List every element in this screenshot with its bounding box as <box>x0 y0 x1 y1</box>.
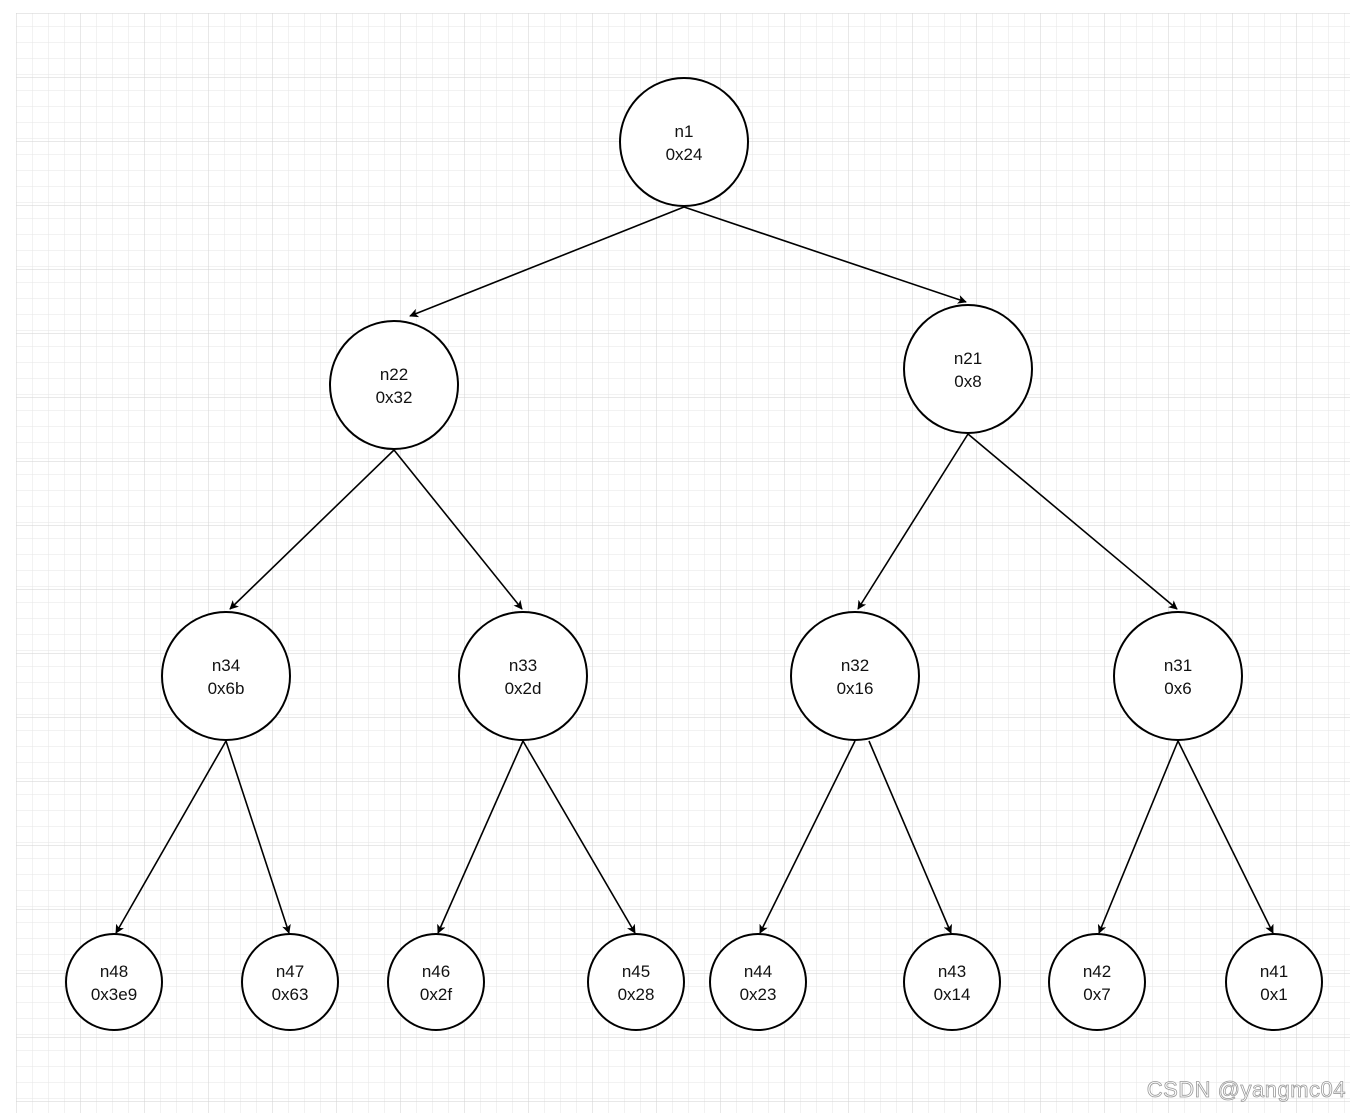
node-circle <box>903 933 1001 1031</box>
watermark: CSDN @yangmc04 <box>1146 1077 1346 1103</box>
node-value-label: 0x1 <box>1260 985 1287 1004</box>
node-circle <box>709 933 807 1031</box>
node-circle <box>790 611 920 741</box>
edge-n1-n21 <box>683 206 967 304</box>
node-circle <box>903 304 1033 434</box>
node-value-label: 0x24 <box>666 145 703 164</box>
node-circle <box>241 933 339 1031</box>
edge-n32-n44 <box>759 740 856 934</box>
edge-n22-n34 <box>229 449 395 610</box>
node-circle <box>619 77 749 207</box>
node-circle <box>1225 933 1323 1031</box>
node-name-label: n47 <box>276 962 304 981</box>
node-circle <box>1113 611 1243 741</box>
edge-n34-n48 <box>115 740 227 934</box>
node-name-label: n1 <box>675 122 694 141</box>
node-value-label: 0x3e9 <box>91 985 137 1004</box>
node-value-label: 0x6b <box>208 679 245 698</box>
node-value-label: 0x23 <box>740 985 777 1004</box>
node-value-label: 0x32 <box>376 388 413 407</box>
node-name-label: n48 <box>100 962 128 981</box>
node-name-label: n21 <box>954 349 982 368</box>
node-circle <box>458 611 588 741</box>
node-name-label: n33 <box>509 656 537 675</box>
node-value-label: 0x6 <box>1164 679 1191 698</box>
node-name-label: n31 <box>1164 656 1192 675</box>
node-name-label: n32 <box>841 656 869 675</box>
edge-n1-n22 <box>409 206 685 318</box>
edge-n31-n42 <box>1097 740 1179 934</box>
node-circle <box>329 320 459 450</box>
nodes-layer: n10x24n220x32n210x8n340x6bn330x2dn320x16… <box>65 77 1323 1031</box>
node-circle <box>1048 933 1146 1031</box>
node-name-label: n22 <box>380 365 408 384</box>
node-circle <box>65 933 163 1031</box>
node-name-label: n45 <box>622 962 650 981</box>
node-value-label: 0x63 <box>272 985 309 1004</box>
node-value-label: 0x8 <box>954 372 981 391</box>
node-circle <box>161 611 291 741</box>
edge-n21-n32 <box>857 433 969 610</box>
node-n34: n34 0x6b <box>161 611 291 741</box>
node-value-label: 0x16 <box>837 679 874 698</box>
node-value-label: 0x7 <box>1083 985 1110 1004</box>
node-value-label: 0x2d <box>505 679 542 698</box>
edge-n34-n47 <box>225 740 291 934</box>
edges-layer <box>115 206 1274 934</box>
edge-n33-n46 <box>437 740 524 934</box>
node-n1: n1 0x24 <box>619 77 749 207</box>
edge-n33-n45 <box>522 740 636 934</box>
node-n45: n45 0x28 <box>587 933 685 1031</box>
node-name-label: n43 <box>938 962 966 981</box>
node-value-label: 0x28 <box>618 985 655 1004</box>
edge-n22-n33 <box>393 449 523 610</box>
node-name-label: n46 <box>422 962 450 981</box>
node-circle <box>587 933 685 1031</box>
node-n33: n33 0x2d <box>458 611 588 741</box>
node-n47: n47 0x63 <box>241 933 339 1031</box>
node-n48: n48 0x3e9 <box>65 933 163 1031</box>
node-n46: n46 0x2f <box>387 933 485 1031</box>
node-n43: n43 0x14 <box>903 933 1001 1031</box>
node-name-label: n34 <box>212 656 240 675</box>
edge-n21-n31 <box>967 433 1178 610</box>
node-circle <box>387 933 485 1031</box>
node-name-label: n41 <box>1260 962 1288 981</box>
edge-n31-n41 <box>1177 740 1274 934</box>
edge-n32-n43 <box>868 740 952 934</box>
node-n22: n22 0x32 <box>329 320 459 450</box>
node-value-label: 0x14 <box>934 985 971 1004</box>
node-value-label: 0x2f <box>420 985 452 1004</box>
node-n44: n44 0x23 <box>709 933 807 1031</box>
node-name-label: n42 <box>1083 962 1111 981</box>
node-n32: n32 0x16 <box>790 611 920 741</box>
node-name-label: n44 <box>744 962 772 981</box>
